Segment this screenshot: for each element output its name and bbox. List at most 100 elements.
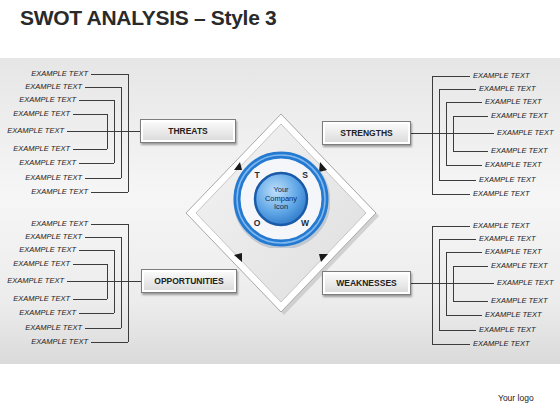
swot-letter: W [301,218,309,228]
list-item-text: EXAMPLE TEXT [485,160,542,170]
leader-line [85,328,121,329]
list-item-text: EXAMPLE TEXT [491,296,548,306]
list-item-text: EXAMPLE TEXT [31,69,88,79]
list-item-text: EXAMPLE TEXT [13,144,70,154]
leader-line [446,252,482,253]
leader-line [446,315,482,316]
list-item-text: EXAMPLE TEXT [491,146,548,156]
leader-line [453,116,488,117]
list-item-text: EXAMPLE TEXT [479,175,536,185]
leader-line [439,239,440,330]
swot-letter: O [254,218,261,228]
leader-line [85,178,121,179]
leader-line [73,114,107,115]
list-item-text: EXAMPLE TEXT [497,128,554,138]
list-item-text: EXAMPLE TEXT [19,308,76,318]
logo-placeholder: Your logo [498,393,534,403]
box-title: STRENGTHS [340,128,392,138]
leader-line [432,76,433,194]
leader-line [432,226,433,344]
list-item-text: EXAMPLE TEXT [31,337,88,347]
company-icon-circle: Your Company Icon [253,171,309,227]
leader-line [73,149,107,150]
ring-band [237,155,325,243]
leader-line [121,87,122,178]
list-item-text: EXAMPLE TEXT [497,278,554,288]
leader-line [91,192,128,193]
list-item-text: EXAMPLE TEXT [485,310,542,320]
background-panel [0,58,560,364]
swot-box: THREATS [140,119,236,143]
swot-box: OPPORTUNITIES [141,269,237,293]
list-item-text: EXAMPLE TEXT [25,82,82,92]
ring-highlight [237,155,325,243]
leader-line [67,281,141,282]
leader-line [439,89,476,90]
leader-line [453,266,488,267]
leader-line [453,301,488,302]
leader-line [432,194,470,195]
leader-line [121,237,122,328]
diagram-title: SWOT ANALYSIS – Style 3 [20,6,276,30]
leader-line [439,239,476,240]
list-item-text: EXAMPLE TEXT [479,84,536,94]
list-item-text: EXAMPLE TEXT [31,187,88,197]
leader-line [85,87,121,88]
cycle-arrowhead [319,162,327,172]
list-item-text: EXAMPLE TEXT [473,221,530,231]
leader-line [439,180,476,181]
list-item-text: EXAMPLE TEXT [485,247,542,257]
cycle-arrowhead [234,253,242,262]
leader-line [85,237,121,238]
ring-shadow [237,156,327,246]
list-item-text: EXAMPLE TEXT [479,234,536,244]
list-item-text: EXAMPLE TEXT [485,97,542,107]
list-item-text: EXAMPLE TEXT [19,95,76,105]
list-item-text: EXAMPLE TEXT [491,261,548,271]
leader-line [439,330,476,331]
leader-line [411,133,494,134]
leader-line [67,131,140,132]
company-icon-text: Your Company Icon [261,186,301,212]
leader-line [128,224,129,342]
list-item-text: EXAMPLE TEXT [479,325,536,335]
list-item-text: EXAMPLE TEXT [13,259,70,269]
leader-line [91,74,128,75]
list-item-text: EXAMPLE TEXT [25,232,82,242]
cycle-arrowhead [319,254,328,262]
list-item-text: EXAMPLE TEXT [19,158,76,168]
list-item-text: EXAMPLE TEXT [31,219,88,229]
swot-box: STRENGTHS [322,121,411,145]
list-item-text: EXAMPLE TEXT [25,173,82,183]
leader-line [411,283,494,284]
disc-fill [255,173,307,225]
list-item-text: EXAMPLE TEXT [473,339,530,349]
list-item-text: EXAMPLE TEXT [13,294,70,304]
leader-line [91,342,128,343]
list-item-text: EXAMPLE TEXT [473,189,530,199]
swot-letter: S [302,170,308,180]
leader-line [79,100,114,101]
swot-ring: TSOWYour Company Icon [232,150,330,248]
leader-line [73,264,107,265]
list-item-text: EXAMPLE TEXT [13,109,70,119]
list-item-text: EXAMPLE TEXT [473,71,530,81]
leader-line [432,226,470,227]
leader-line [446,165,482,166]
leader-line [73,299,107,300]
leader-line [91,224,128,225]
swot-box: WEAKNESSES [322,271,411,295]
leader-line [439,89,440,180]
list-item-text: EXAMPLE TEXT [25,323,82,333]
leader-line [446,102,482,103]
list-item-text: EXAMPLE TEXT [7,126,64,136]
leader-line [432,76,470,77]
list-item-text: EXAMPLE TEXT [7,276,64,286]
leader-line [79,163,114,164]
list-item-text: EXAMPLE TEXT [491,111,548,121]
box-title: WEAKNESSES [336,278,396,288]
leader-line [79,250,114,251]
leader-line [128,74,129,192]
leader-line [79,313,114,314]
